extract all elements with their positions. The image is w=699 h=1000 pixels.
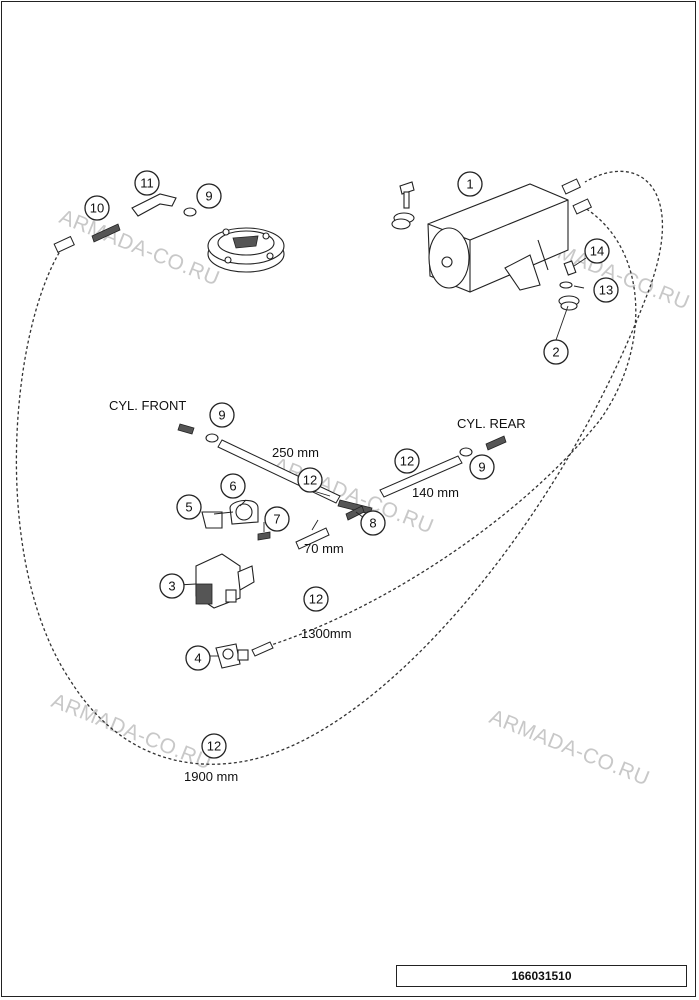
svg-text:12: 12 [400,454,414,469]
valve-part-3 [195,553,255,609]
canister-hose-ends [53,178,593,253]
washer-2 [391,218,411,230]
svg-text:14: 14 [590,244,604,259]
callout-12-250: 12 [297,467,323,493]
callout-12-1900: 12 [201,733,227,759]
callout-8: 8 [360,510,386,536]
clamp-9-front [205,433,219,443]
clamp-9-top [183,207,197,217]
callout-9-rear: 9 [469,454,495,480]
svg-text:12: 12 [207,739,221,754]
fitting-part-4 [215,643,249,669]
svg-text:1: 1 [466,177,473,192]
fitting-10 [91,223,121,243]
watermark-5: ARMADA-CO.RU [486,705,653,790]
label-cyl-rear: CYL. REAR [457,416,526,431]
screw-shank [403,191,410,209]
canister-part [427,183,569,293]
screw-7 [257,531,271,541]
svg-text:9: 9 [205,189,212,204]
hose-lines [15,170,663,765]
hose-1900 [15,170,663,765]
middle-hoses [177,423,507,657]
callout-14: 14 [584,238,610,264]
callout-2: 2 [543,339,569,365]
callout-10: 10 [84,195,110,221]
hose-140 [379,455,463,498]
nozzle-rear [485,435,507,451]
hose-1300-end [251,641,274,657]
label-cyl-front: CYL. FRONT [109,398,186,413]
nozzle-front [177,423,195,435]
clamp-9-rear [459,447,473,457]
svg-text:12: 12 [303,473,317,488]
label-1300mm: 1300mm [301,626,352,641]
svg-text:12: 12 [309,592,323,607]
svg-text:6: 6 [229,479,236,494]
svg-text:11: 11 [140,176,154,191]
svg-text:7: 7 [273,512,280,527]
text-labels: CYL. FRONT CYL. REAR 250 mm 140 mm 70 mm… [109,398,526,784]
bracket-5 [201,511,223,529]
top-left-parts [91,193,197,243]
svg-text:3: 3 [168,579,175,594]
t-piece-8b [345,505,365,521]
svg-text:2: 2 [552,345,559,360]
callout-6: 6 [220,473,246,499]
callout-3: 3 [159,573,185,599]
watermark-4: ARMADA-CO.RU [48,689,215,774]
screw-head [399,181,415,195]
label-140mm: 140 mm [412,485,459,500]
elbow-hose-11 [131,193,177,217]
callout-9-top: 9 [196,183,222,209]
watermark-1: ARMADA-CO.RU [56,205,223,290]
callout-4: 4 [185,645,211,671]
callout-11: 11 [134,170,160,196]
document-number: 166031510 [396,965,687,987]
svg-text:8: 8 [369,516,376,531]
svg-text:9: 9 [478,460,485,475]
svg-text:9: 9 [218,408,225,423]
callout-7: 7 [264,506,290,532]
grommet-2b [560,301,578,311]
callout-5: 5 [176,494,202,520]
hose-end-upper [561,178,582,195]
washer-13 [559,281,573,289]
svg-text:5: 5 [185,500,192,515]
hose-1300 [267,207,637,647]
canister-fasteners [391,181,580,311]
callout-1: 1 [457,171,483,197]
hose-end-left [53,235,75,253]
fuel-cap-part [207,227,285,273]
label-1900mm: 1900 mm [184,769,238,784]
callout-12-1300: 12 [303,586,329,612]
svg-text:13: 13 [599,283,613,298]
svg-text:10: 10 [90,201,104,216]
svg-text:4: 4 [194,651,201,666]
bracket-parts [201,499,271,541]
hose-70 [295,527,330,550]
callout-13: 13 [593,277,619,303]
screw-14 [563,260,577,276]
callout-12-140: 12 [394,448,420,474]
callouts: 1 2 3 4 5 6 7 8 9 9 9 10 11 12 12 12 12 … [84,170,619,759]
label-250mm: 250 mm [272,445,319,460]
hose-end-lower [572,198,593,215]
callout-9-front: 9 [209,402,235,428]
label-70mm: 70 mm [304,541,344,556]
